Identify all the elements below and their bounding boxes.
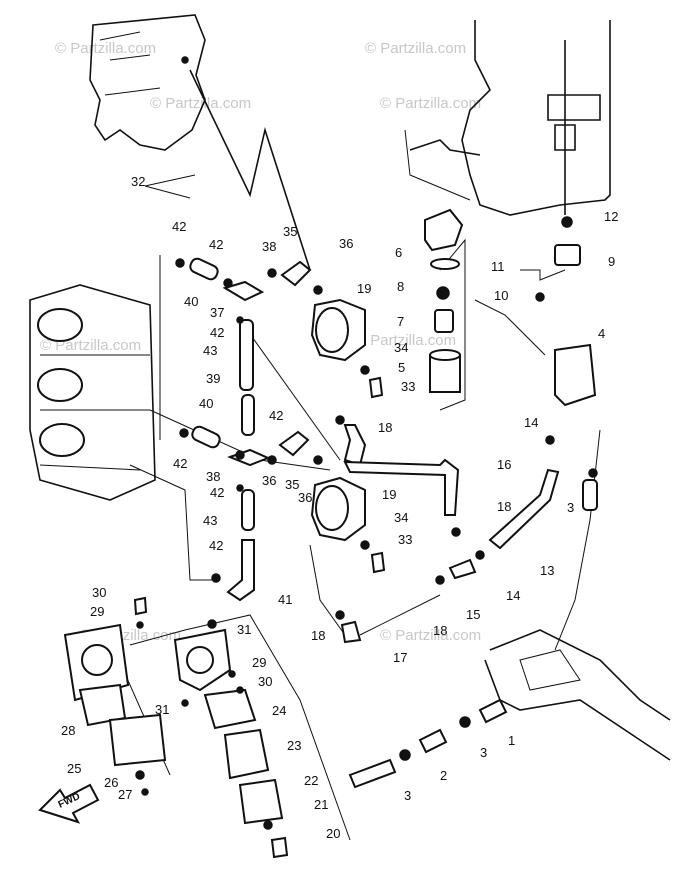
part-callout-33: 33 <box>398 532 412 547</box>
part-callout-31: 31 <box>237 622 251 637</box>
part-callout-42: 42 <box>173 456 187 471</box>
part-callout-42: 42 <box>209 538 223 553</box>
part-callout-11: 11 <box>491 259 505 274</box>
part-callout-5: 5 <box>398 360 405 375</box>
fuel-hoses-right <box>343 458 560 585</box>
bottom-cowling <box>484 629 671 761</box>
part-callout-43: 43 <box>203 513 217 528</box>
part-callout-18: 18 <box>378 420 392 435</box>
part-callout-23: 23 <box>287 738 301 753</box>
part-callout-36: 36 <box>339 236 353 251</box>
fuel-pump-lower <box>310 476 386 644</box>
part-callout-6: 6 <box>395 245 402 260</box>
part-callout-19: 19 <box>357 281 371 296</box>
part-callout-25: 25 <box>67 761 81 776</box>
part-callout-42: 42 <box>209 237 223 252</box>
part-callout-38: 38 <box>262 239 276 254</box>
part-callout-43: 43 <box>203 343 217 358</box>
part-callout-36: 36 <box>298 490 312 505</box>
part-callout-30: 30 <box>258 674 272 689</box>
part-callout-14: 14 <box>524 415 538 430</box>
watermark-2: © Partzilla.com <box>365 40 466 57</box>
part-callout-34: 34 <box>394 340 408 355</box>
part-callout-3: 3 <box>404 788 411 803</box>
part-callout-34: 34 <box>394 510 408 525</box>
part-callout-24: 24 <box>272 703 286 718</box>
part-callout-41: 41 <box>278 592 292 607</box>
watermark-1: © Partzilla.com <box>55 40 156 57</box>
part-callout-15: 15 <box>466 607 480 622</box>
part-callout-18: 18 <box>311 628 325 643</box>
part-callout-35: 35 <box>283 224 297 239</box>
part-callout-37: 37 <box>210 305 224 320</box>
water-separator <box>535 216 598 511</box>
part-callout-3: 3 <box>567 500 574 515</box>
part-callout-9: 9 <box>608 254 615 269</box>
part-callout-40: 40 <box>184 294 198 309</box>
watermark-8: © Partzilla.com <box>380 627 481 644</box>
part-callout-10: 10 <box>494 288 508 303</box>
part-callout-29: 29 <box>252 655 266 670</box>
part-callout-20: 20 <box>326 826 340 841</box>
part-callout-33: 33 <box>401 379 415 394</box>
part-callout-28: 28 <box>61 723 75 738</box>
part-callout-26: 26 <box>104 775 118 790</box>
fuel-filter-stack <box>424 208 464 393</box>
part-callout-3: 3 <box>480 745 487 760</box>
part-callout-42: 42 <box>210 485 224 500</box>
part-callout-35: 35 <box>285 477 299 492</box>
part-callout-31: 31 <box>155 702 169 717</box>
part-callout-42: 42 <box>210 325 224 340</box>
part-callout-19: 19 <box>382 487 396 502</box>
part-callout-4: 4 <box>598 326 605 341</box>
engine-bracket-top-right <box>404 20 611 216</box>
part-callout-1: 1 <box>508 733 515 748</box>
part-callout-39: 39 <box>206 371 220 386</box>
watermarks: © Partzilla.com © Partzilla.com © Partzi… <box>40 40 481 644</box>
engine-bracket-top-left <box>89 14 206 151</box>
fuel-pump-upper <box>310 298 384 467</box>
fwd-direction-arrow: FWD <box>38 783 100 824</box>
part-callout-29: 29 <box>90 604 104 619</box>
part-callout-16: 16 <box>497 457 511 472</box>
part-callout-22: 22 <box>304 773 318 788</box>
part-callout-7: 7 <box>397 314 404 329</box>
part-callout-14: 14 <box>506 588 520 603</box>
part-callout-12: 12 <box>604 209 618 224</box>
part-callout-13: 13 <box>540 563 554 578</box>
part-callout-27: 27 <box>118 787 132 802</box>
part-callout-38: 38 <box>206 469 220 484</box>
pump-assembly-bottom-left <box>63 596 289 859</box>
part-callout-18: 18 <box>433 623 447 638</box>
watermark-6: © Partzilla.com <box>355 332 456 349</box>
part-callout-18: 18 <box>497 499 511 514</box>
watermark-4: © Partzilla.com <box>380 95 481 112</box>
part-callout-42: 42 <box>269 408 283 423</box>
part-callout-32: 32 <box>131 174 145 189</box>
watermark-3: © Partzilla.com <box>150 95 251 112</box>
fuel-connector-lower <box>348 698 508 789</box>
part-callout-21: 21 <box>314 797 328 812</box>
part-callout-8: 8 <box>397 279 404 294</box>
hoses-left-column <box>175 257 323 602</box>
part-callout-40: 40 <box>199 396 213 411</box>
part-callout-36: 36 <box>262 473 276 488</box>
part-callout-2: 2 <box>440 768 447 783</box>
part-callout-17: 17 <box>393 650 407 665</box>
part-callout-30: 30 <box>92 585 106 600</box>
cylinder-head-left <box>29 284 156 501</box>
part-callout-42: 42 <box>172 219 186 234</box>
